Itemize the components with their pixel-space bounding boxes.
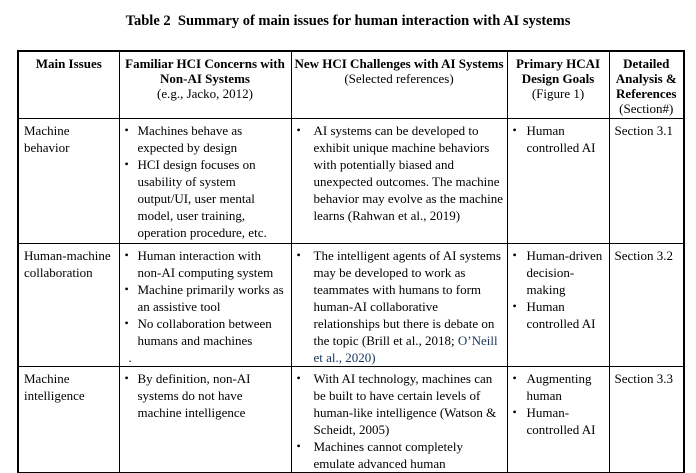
bullet-item: • Human interaction with non-AI computing…: [125, 247, 288, 281]
bullet-item: • AI systems can be developed to exhibit …: [297, 122, 504, 224]
header-title: New HCI Challenges with AI Systems: [294, 56, 504, 71]
cell-main-issue: Human-machine collaboration: [17, 243, 120, 367]
header-title: Detailed Analysis & References: [615, 56, 677, 101]
header-subtitle: (Figure 1): [531, 86, 585, 101]
bullet-list: • Human-driven decision-making • Human cont…: [513, 247, 606, 332]
bullet-text-segment: The intelligent agents of AI systems may…: [313, 248, 501, 348]
reference-link-text: O’Neill et al., 2020): [313, 333, 498, 365]
bullet-list: • Augmenting human • Human-controlled AI: [513, 370, 606, 438]
bullet-item: • No collaboration between humans and mac…: [125, 315, 288, 349]
bullet-icon: •: [296, 123, 301, 137]
header-title: Main Issues: [35, 56, 102, 71]
bullet-text: HCI design focuses on usability of syste…: [137, 157, 267, 240]
cell-hci-concerns: • By definition, non-AI systems do not ha…: [118, 366, 292, 473]
header-detailed-analysis: Detailed Analysis & References (Section#…: [608, 50, 685, 119]
cell-section-ref: Section 3.3: [608, 366, 685, 473]
bullet-text: By definition, non-AI systems do not hav…: [137, 371, 251, 420]
bullet-item: • Human-driven decision-making: [513, 247, 606, 298]
bullet-text: The intelligent agents of AI systems may…: [314, 247, 504, 366]
bullet-list: • With AI technology, machines can be bui…: [297, 370, 504, 472]
bullet-text: AI systems can be developed to exhibit u…: [313, 123, 504, 223]
header-main-issues: Main Issues: [17, 50, 120, 119]
bullet-text: Human controlled AI: [526, 123, 596, 155]
header-title: Primary HCAI Design Goals: [515, 56, 601, 86]
bullet-item: • Machines cannot completely emulate adva…: [297, 438, 504, 472]
bullet-text: With AI technology, machines can be buil…: [313, 371, 497, 437]
header-title: Familiar HCI Concerns with Non-AI System…: [125, 56, 285, 86]
bullet-list: • Human controlled AI: [513, 122, 606, 156]
cell-hci-concerns: • Machines behave as expected by design • H…: [118, 118, 292, 244]
bullet-icon: •: [124, 157, 129, 171]
bullet-text: Human interaction with non-AI computing …: [137, 248, 274, 280]
summary-table: Main Issues Familiar HCI Concerns with N…: [17, 50, 685, 473]
bullet-list: • Machines behave as expected by design • H…: [125, 122, 288, 241]
table-row-machine-intelligence: Machine intelligence • By definition, non…: [17, 366, 685, 473]
bullet-icon: •: [124, 282, 129, 296]
bullet-text: Human-driven decision-making: [526, 248, 603, 297]
bullet-list: • AI systems can be developed to exhibit …: [297, 122, 504, 224]
bullet-icon: •: [124, 248, 129, 262]
cell-ai-challenges: • With AI technology, machines can be bui…: [290, 366, 508, 473]
bullet-item: • HCI design focuses on usability of syst…: [125, 156, 288, 241]
stray-period: .: [128, 350, 132, 365]
header-subtitle: (Selected references): [344, 71, 454, 86]
cell-main-issue: Machine behavior: [17, 118, 120, 244]
bullet-text: Machines cannot completely emulate advan…: [313, 439, 463, 471]
bullet-icon: •: [512, 371, 517, 385]
bullet-item: • Human controlled AI: [513, 298, 606, 332]
bullet-icon: •: [296, 439, 301, 453]
header-subtitle: (Section#): [619, 101, 674, 116]
bullet-text: Machines behave as expected by design: [137, 123, 243, 155]
bullet-text: Human controlled AI: [526, 299, 596, 331]
header-subtitle: (e.g., Jacko, 2012): [156, 86, 254, 101]
header-primary-hcai-goals: Primary HCAI Design Goals (Figure 1): [506, 50, 610, 119]
table-row-machine-behavior: Machine behavior • Machines behave as exp…: [17, 118, 685, 244]
header-new-hci-challenges: New HCI Challenges with AI Systems (Sele…: [290, 50, 508, 119]
bullet-item: • Machine primarily works as an assistive…: [125, 281, 288, 315]
bullet-item: • Human controlled AI: [513, 122, 606, 156]
header-familiar-hci-concerns: Familiar HCI Concerns with Non-AI System…: [118, 50, 292, 119]
cell-design-goals: • Human-driven decision-making • Human cont…: [506, 243, 610, 367]
bullet-text: Human-controlled AI: [526, 405, 596, 437]
cell-section-ref: Section 3.1: [608, 118, 685, 244]
bullet-icon: •: [512, 248, 517, 262]
bullet-icon: •: [512, 123, 517, 137]
bullet-icon: •: [124, 371, 129, 385]
table-title: Table 2 Summary of main issues for human…: [125, 13, 571, 29]
bullet-item: • Human-controlled AI: [513, 404, 606, 438]
bullet-icon: •: [124, 316, 129, 330]
bullet-list: • By definition, non-AI systems do not ha…: [125, 370, 288, 421]
bullet-text: No collaboration between humans and mach…: [137, 316, 272, 348]
bullet-icon: •: [512, 405, 517, 419]
bullet-icon: •: [512, 299, 517, 313]
cell-hci-concerns: • Human interaction with non-AI computing…: [118, 243, 292, 367]
cell-section-ref: Section 3.2: [608, 243, 685, 367]
bullet-list: • The intelligent agents of AI systems ma…: [297, 247, 504, 366]
cell-ai-challenges: • AI systems can be developed to exhibit …: [290, 118, 508, 244]
bullet-item: • The intelligent agents of AI systems ma…: [297, 247, 504, 366]
bullet-icon: •: [124, 123, 129, 137]
bullet-item: • By definition, non-AI systems do not ha…: [125, 370, 288, 421]
bullet-item: • Machines behave as expected by design: [125, 122, 288, 156]
bullet-icon: •: [296, 371, 301, 385]
bullet-text: Machine primarily works as an assistive …: [137, 282, 284, 314]
cell-design-goals: • Augmenting human • Human-controlled AI: [506, 366, 610, 473]
bullet-item: • With AI technology, machines can be bui…: [297, 370, 504, 438]
bullet-list: • Human interaction with non-AI computing…: [125, 247, 288, 349]
bullet-icon: •: [296, 248, 301, 262]
cell-ai-challenges: • The intelligent agents of AI systems ma…: [290, 243, 508, 367]
header-row: Main Issues Familiar HCI Concerns with N…: [17, 50, 685, 119]
cell-main-issue: Machine intelligence: [17, 366, 120, 473]
bullet-item: • Augmenting human: [513, 370, 606, 404]
cell-design-goals: • Human controlled AI: [506, 118, 610, 244]
table-row-human-machine-collaboration: Human-machine collaboration • Human inter…: [17, 243, 685, 367]
bullet-text: Augmenting human: [526, 371, 592, 403]
